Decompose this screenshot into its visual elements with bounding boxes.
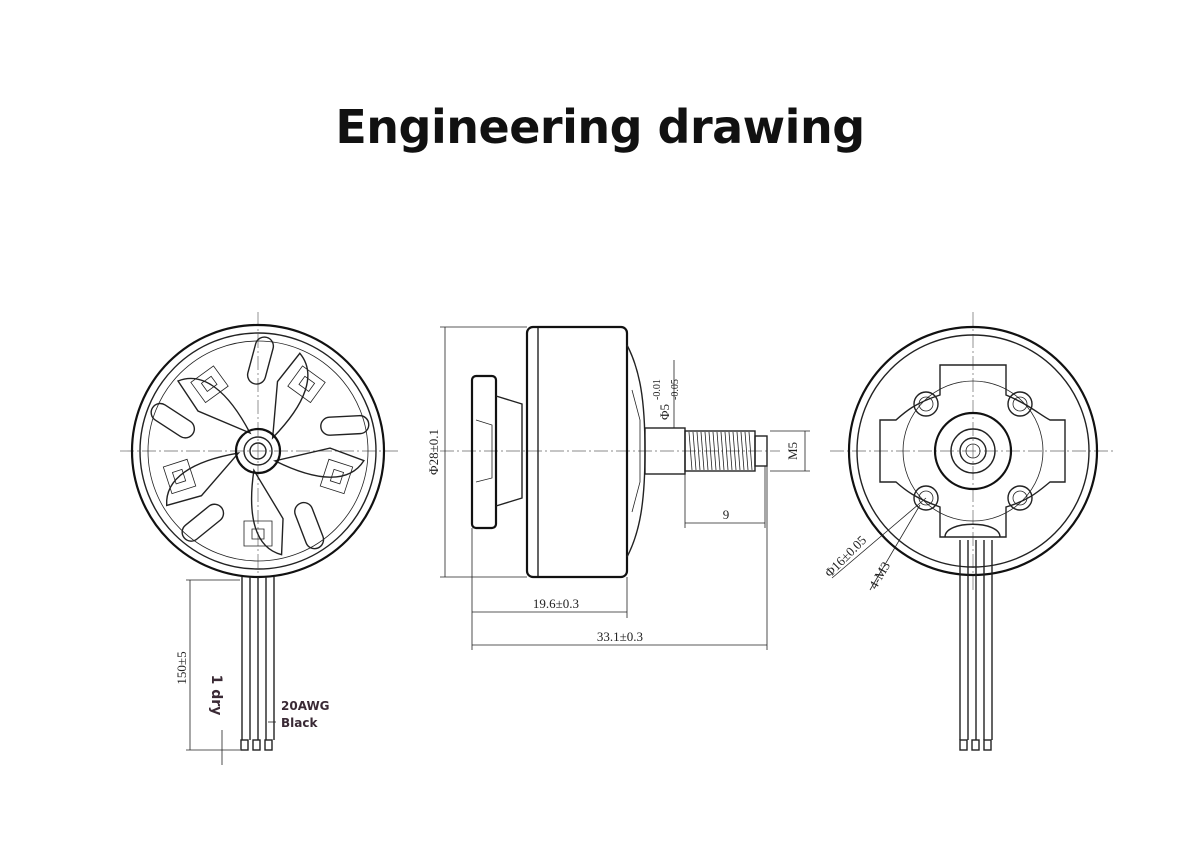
shaft-diameter-dim: Φ5 (657, 404, 672, 420)
thread-dim: M5 (785, 442, 800, 460)
thread-line (700, 431, 705, 471)
thread-line (688, 431, 693, 471)
thread-pattern (688, 431, 753, 471)
shaft-tol-lower: -0.05 (670, 379, 681, 400)
thread-line (728, 431, 733, 471)
wire-gauge-label: 20AWG (281, 699, 330, 713)
shaft-tol-upper: -0.01 (652, 379, 663, 400)
thread-line (740, 431, 745, 471)
thread-line (748, 431, 753, 471)
wire-color-label: Black (281, 716, 318, 730)
vent-spoke (176, 336, 275, 435)
thread-line (704, 431, 709, 471)
thread-line (724, 431, 729, 471)
thread-line (692, 431, 697, 471)
page-title: Engineering drawing (335, 100, 865, 154)
top-view: 150±5 1 dry 20AWG Black (120, 312, 398, 765)
thread-line (696, 431, 701, 471)
overall-length-dim: 33.1±0.3 (597, 629, 643, 644)
lead-length-dim: 150±5 (174, 651, 189, 684)
thread-line (736, 431, 741, 471)
mount-hole (913, 391, 939, 417)
thread-length-dim: 9 (723, 507, 730, 522)
base-view: Φ16±0.05 4-M3 (822, 312, 1115, 751)
thread-line (716, 431, 721, 471)
body-diameter-dim: Φ28±0.1 (426, 429, 441, 475)
thread-line (712, 431, 717, 471)
thread-line (708, 431, 713, 471)
insulation-label: 1 dry (208, 675, 224, 716)
thread-line (732, 431, 737, 471)
body-length-dim: 19.6±0.3 (533, 596, 579, 611)
hole-circle-dim: Φ16±0.05 (822, 532, 870, 580)
holes-dim: 4-M3 (866, 559, 893, 592)
thread-line (720, 431, 725, 471)
side-view: Φ28±0.1 Φ5 -0.01 -0.05 M5 9 19.6±0.3 33.… (426, 325, 810, 650)
thread-line (744, 431, 749, 471)
